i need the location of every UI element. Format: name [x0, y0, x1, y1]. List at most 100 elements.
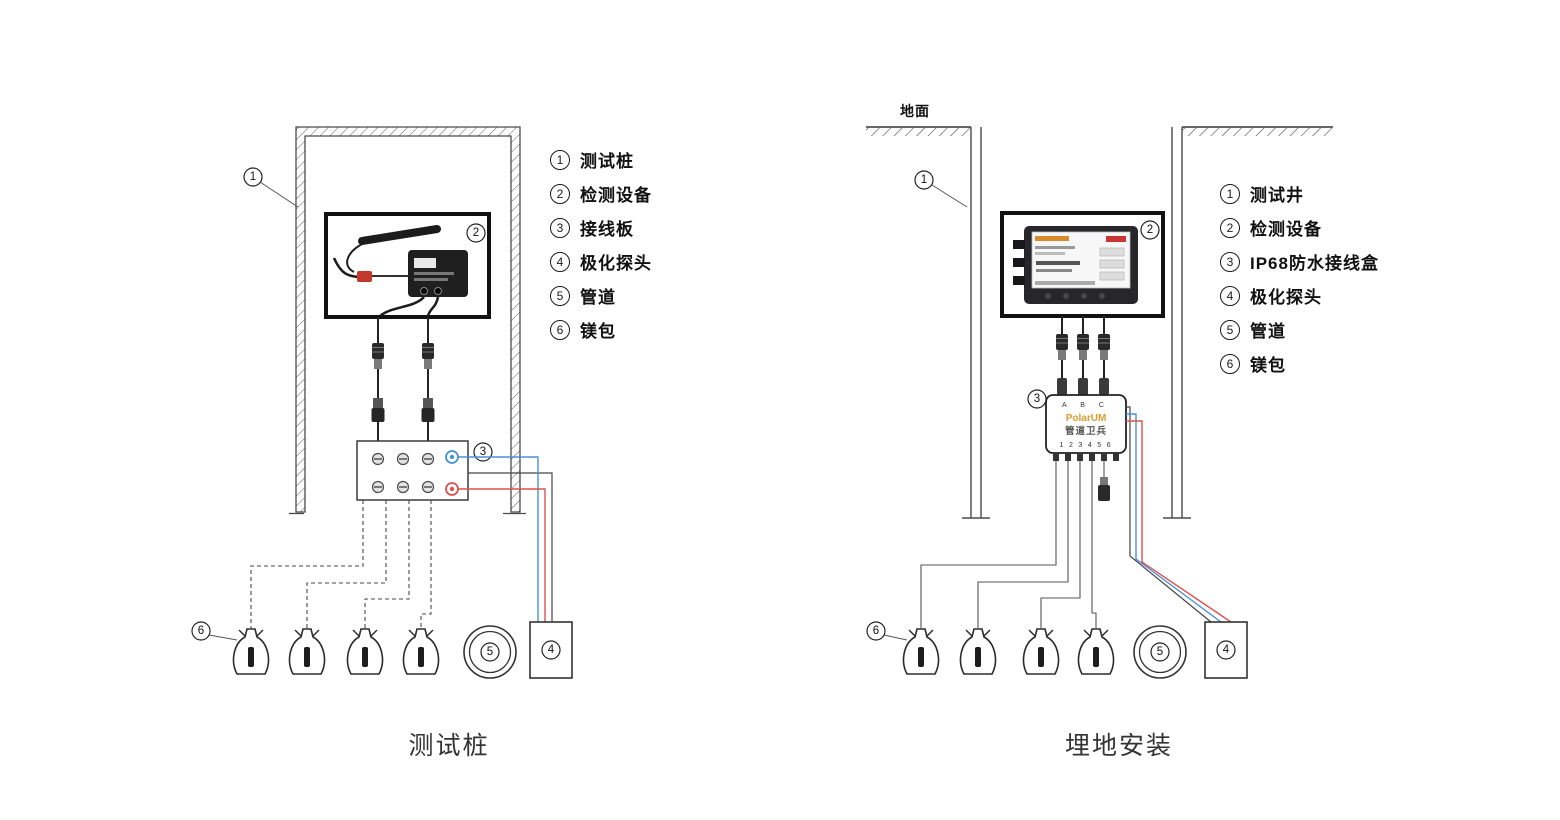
magnesium-bag — [902, 628, 940, 675]
leader-line — [208, 634, 238, 641]
legend-item-board: 3 接线板 — [550, 217, 652, 239]
callout-bag: 6 — [191, 621, 211, 641]
spare-connector — [1098, 461, 1110, 501]
magnesium-bag — [288, 628, 326, 675]
legend-item-device: 2 检测设备 — [550, 183, 652, 205]
legend-num: 5 — [550, 285, 570, 306]
side-port — [1013, 240, 1025, 249]
callout-box-num: 3 — [1034, 393, 1040, 405]
callout-probe-num: 4 — [548, 644, 555, 656]
pipeline-left: 5 — [463, 625, 517, 679]
callout-pipe-num: 5 — [487, 646, 493, 658]
legend-num: 1 — [550, 149, 570, 170]
legend-item-pile: 1 测试桩 — [550, 149, 652, 171]
callout-pile-num: 1 — [250, 171, 256, 183]
magnesium-bag — [1022, 628, 1060, 675]
callout-pile: 1 — [243, 167, 263, 187]
test-pile-outline — [289, 126, 526, 515]
left-diagram: 1 2 — [191, 126, 573, 679]
anode-leads-right — [920, 461, 1097, 628]
test-well-walls — [962, 127, 1191, 519]
junction-box-terminals-top: A B C — [1062, 402, 1110, 409]
legend-num: 5 — [1220, 319, 1240, 340]
legend-item-bag: 6 镁包 — [550, 319, 652, 341]
callout-well: 1 — [914, 170, 934, 190]
callout-device-num: 2 — [1147, 224, 1153, 236]
legend-num: 1 — [1220, 183, 1240, 204]
callout-box: 3 — [1027, 389, 1047, 409]
red-connector — [357, 271, 372, 282]
callout-probe-num: 4 — [1223, 644, 1230, 656]
detection-device-panel — [1000, 211, 1165, 318]
magnesium-bag — [346, 628, 384, 675]
callout-device: 2 — [466, 223, 486, 243]
legend-label: 镁包 — [580, 322, 616, 341]
legend-num: 4 — [1220, 285, 1240, 306]
legend-num: 2 — [550, 183, 570, 204]
leader-line — [259, 181, 299, 208]
probe-wires-left — [458, 456, 553, 622]
legend-label: 测试桩 — [580, 152, 634, 171]
polarization-probe-right: 4 — [1204, 621, 1248, 679]
legend-label: 极化探头 — [1250, 288, 1322, 307]
legend-label: 检测设备 — [580, 186, 652, 205]
callout-board-num: 3 — [480, 446, 486, 458]
callout-device-num: 2 — [473, 227, 479, 239]
callout-bag-right: 6 — [866, 621, 886, 641]
magnesium-bags-right — [902, 628, 1115, 675]
cable-connector-right — [421, 317, 435, 441]
legend-label: 检测设备 — [1250, 220, 1322, 239]
legend-num: 2 — [1220, 217, 1240, 238]
title-test-pile: 测试桩 — [408, 732, 490, 760]
device-cables — [1055, 316, 1111, 395]
leader-line — [931, 184, 968, 208]
legend-item-pipe: 5 管道 — [1220, 319, 1379, 341]
title-buried-install: 埋地安装 — [1064, 732, 1173, 760]
legend-item-device: 2 检测设备 — [1220, 217, 1379, 239]
magnesium-bag — [1077, 628, 1115, 675]
legend-num: 4 — [550, 251, 570, 272]
side-port — [1013, 276, 1025, 285]
leader-line — [883, 634, 908, 641]
legend-label: 管道 — [1250, 322, 1286, 341]
junction-box-terminals-bottom: 1 2 3 4 5 6 — [1060, 442, 1113, 449]
blue-terminal — [445, 450, 459, 464]
pipeline-right: 5 — [1133, 625, 1187, 679]
junction-box: A B C PolarUM 管道卫兵 1 2 3 4 5 6 — [1045, 394, 1127, 461]
ground-label: 地面 — [900, 103, 930, 119]
cable-connector-left — [371, 317, 385, 441]
side-port — [1013, 258, 1025, 267]
legend-item-bag: 6 镁包 — [1220, 353, 1379, 375]
callout-bag-num: 6 — [873, 625, 879, 637]
legend-num: 6 — [1220, 353, 1240, 374]
magnesium-bag — [232, 628, 270, 675]
polarization-probe-left: 4 — [529, 621, 573, 679]
anode-leads-dashed — [250, 500, 432, 628]
legend-label: 镁包 — [1250, 356, 1286, 375]
detection-device-photo — [324, 212, 491, 319]
magnesium-bag — [959, 628, 997, 675]
antenna — [358, 225, 441, 245]
callout-well-num: 1 — [921, 174, 927, 186]
right-diagram: 1 2 — [866, 126, 1333, 679]
legend-item-well: 1 测试井 — [1220, 183, 1379, 205]
legend-item-probe: 4 极化探头 — [1220, 285, 1379, 307]
legend-label: 极化探头 — [580, 254, 652, 273]
legend-item-probe: 4 极化探头 — [550, 251, 652, 273]
legend-right: 1 测试井 2 检测设备 3 IP68防水接线盒 4 极化探头 5 管道 6 镁… — [1220, 183, 1379, 375]
legend-label: 管道 — [580, 288, 616, 307]
legend-left: 1 测试桩 2 检测设备 3 接线板 4 极化探头 5 管道 6 镁包 — [550, 149, 652, 341]
callout-pipe-num: 5 — [1157, 646, 1163, 658]
red-terminal — [445, 482, 459, 496]
callout-device-right: 2 — [1140, 220, 1160, 240]
magnesium-bag — [402, 628, 440, 675]
terminal-board — [356, 440, 469, 501]
legend-item-pipe: 5 管道 — [550, 285, 652, 307]
legend-label: IP68防水接线盒 — [1250, 254, 1379, 273]
legend-label: 接线板 — [580, 220, 634, 239]
legend-num: 3 — [550, 217, 570, 238]
junction-box-brand: PolarUM — [1066, 413, 1107, 424]
legend-num: 3 — [1220, 251, 1240, 272]
